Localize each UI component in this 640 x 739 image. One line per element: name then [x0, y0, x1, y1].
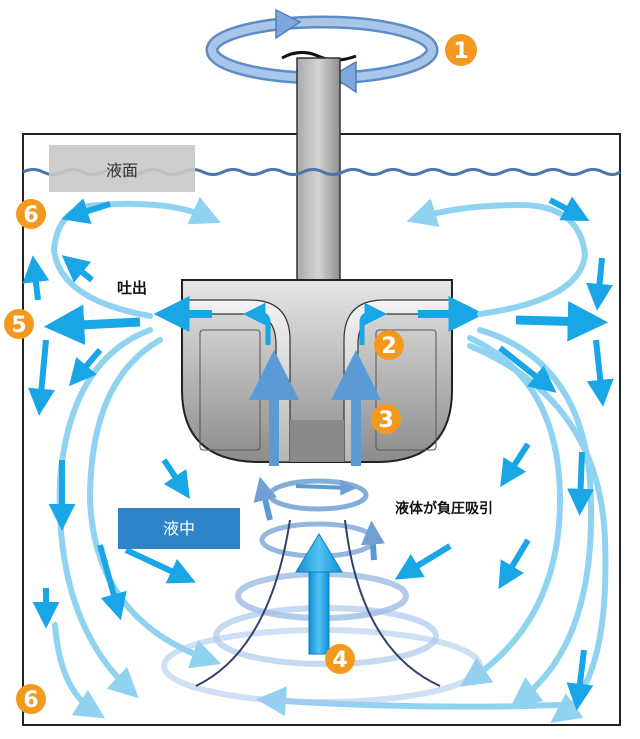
marker-3: 3 — [371, 404, 401, 434]
svg-text:5: 5 — [11, 313, 26, 338]
marker-6-bottom: 6 — [16, 684, 46, 714]
svg-text:2: 2 — [381, 334, 396, 359]
marker-6-top: 6 — [16, 199, 46, 229]
svg-text:6: 6 — [23, 203, 38, 228]
surface-label: 液面 — [106, 161, 138, 180]
marker-2: 2 — [374, 330, 404, 360]
discharge-arrows — [43, 296, 609, 346]
suction-label: 液体が負圧吸引 — [395, 500, 493, 517]
svg-text:3: 3 — [378, 408, 393, 433]
surface-label-box — [49, 145, 195, 192]
flow-direction-arrows — [22, 196, 614, 711]
svg-text:4: 4 — [332, 648, 347, 673]
central-suction-arrow — [295, 533, 343, 655]
marker-4: 4 — [325, 644, 355, 674]
in-liquid-label: 液中 — [163, 519, 195, 538]
marker-1: 1 — [445, 34, 477, 66]
svg-text:1: 1 — [453, 39, 468, 64]
marker-5: 5 — [4, 309, 34, 339]
discharge-label: 吐出 — [117, 279, 147, 297]
in-liquid-label-box — [118, 508, 240, 549]
svg-text:6: 6 — [23, 688, 38, 713]
mixer-head — [181, 279, 453, 463]
inner-suction-arrows — [243, 302, 387, 466]
